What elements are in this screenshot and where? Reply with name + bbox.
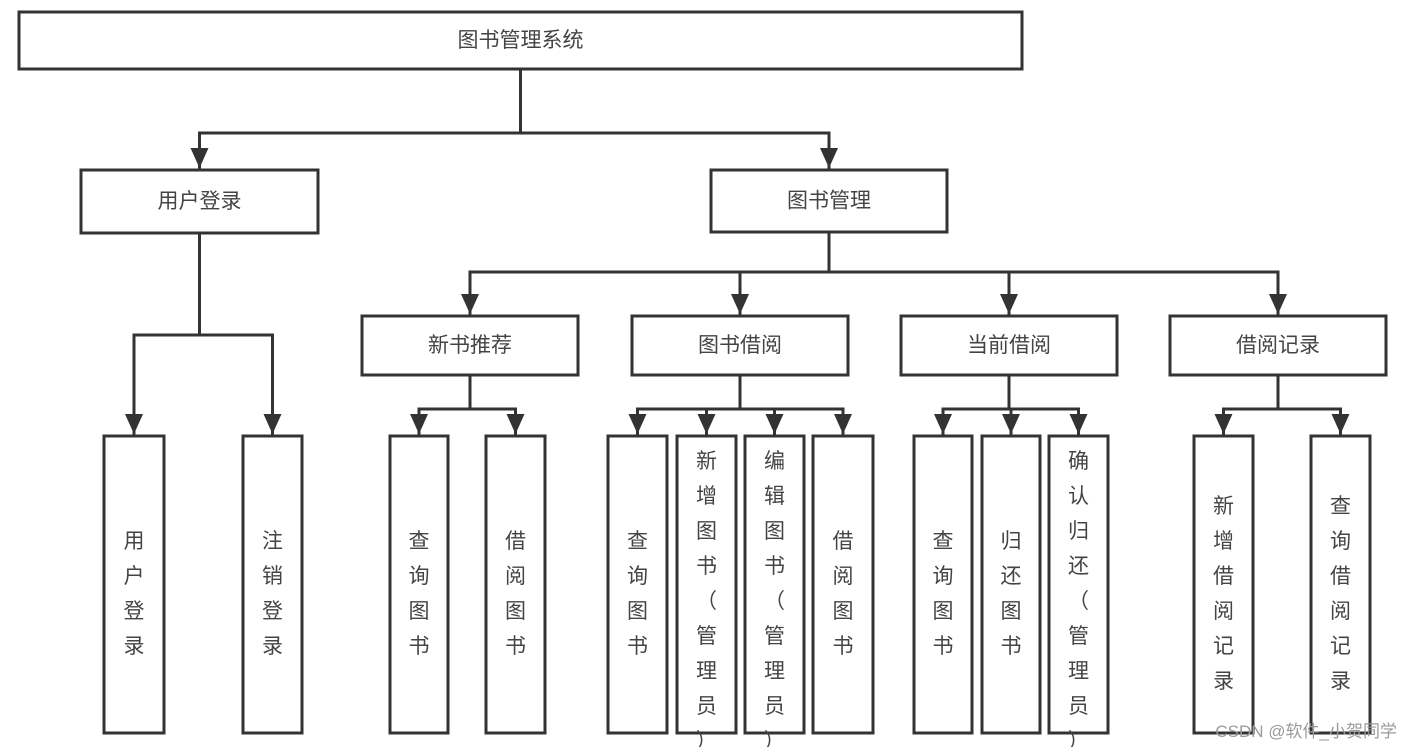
node-root-system[interactable]: 图书管理系统 — [17, 10, 1024, 71]
node-rect — [899, 314, 1119, 377]
node-label: 查询图书 — [409, 529, 430, 657]
node-label: 确认归还（管理员） — [1068, 450, 1089, 747]
connector-layer — [125, 67, 1350, 436]
node-new-book-recommend[interactable]: 新书推荐 — [360, 314, 580, 377]
node-current-borrow[interactable]: 当前借阅 — [899, 314, 1119, 377]
arrow-head-icon — [628, 414, 647, 434]
arrow-head-icon — [1002, 414, 1020, 434]
node-rect — [17, 10, 1024, 71]
arrow-head-icon — [461, 294, 479, 314]
leaf-node-2[interactable]: 注销登录 — [241, 434, 304, 735]
node-borrow-record[interactable]: 借阅记录 — [1168, 314, 1388, 377]
node-rect — [1309, 434, 1372, 735]
node-rect — [606, 434, 669, 735]
leaf-node-13[interactable]: 查询借阅记录 — [1309, 434, 1372, 735]
arrow-head-icon — [1331, 414, 1350, 434]
arrow-head-icon — [410, 414, 428, 434]
node-rect — [811, 434, 875, 735]
node-rect — [102, 434, 166, 735]
node-book-borrow[interactable]: 图书借阅 — [630, 314, 850, 377]
arrow-head-icon — [190, 148, 209, 168]
arrow-head-icon — [765, 414, 784, 434]
node-label: 注销登录 — [262, 529, 283, 657]
arrow-head-icon — [1000, 294, 1018, 314]
node-label: 图书管理系统 — [458, 29, 584, 52]
node-label: 用户登录 — [158, 190, 242, 213]
leaf-node-12[interactable]: 新增借阅记录 — [1192, 434, 1255, 735]
arrow-head-icon — [697, 414, 716, 434]
node-rect — [79, 168, 320, 235]
arrow-head-icon — [934, 414, 952, 434]
node-label: 查询图书 — [933, 529, 954, 657]
node-rect — [241, 434, 304, 735]
node-label: 借阅图书 — [833, 529, 854, 657]
node-label: 借阅图书 — [505, 529, 526, 657]
node-label: 编辑图书（管理员） — [764, 450, 785, 747]
node-label: 新增借阅记录 — [1213, 494, 1234, 692]
leaf-node-11[interactable]: 确认归还（管理员） — [1047, 434, 1110, 747]
arrow-head-icon — [1269, 294, 1287, 314]
node-rect — [388, 434, 450, 735]
node-label: 查询图书 — [627, 529, 648, 657]
leaf-node-9[interactable]: 查询图书 — [912, 434, 974, 735]
node-rect — [1192, 434, 1255, 735]
node-label: 图书借阅 — [698, 334, 782, 357]
node-rect — [675, 434, 738, 735]
node-label: 图书管理 — [787, 190, 871, 213]
node-label: 借阅记录 — [1236, 334, 1320, 357]
leaf-node-4[interactable]: 借阅图书 — [484, 434, 547, 735]
leaf-node-5[interactable]: 查询图书 — [606, 434, 669, 735]
arrow-head-icon — [731, 294, 749, 314]
node-label: 新书推荐 — [428, 334, 512, 357]
arrow-head-icon — [1069, 414, 1088, 434]
node-label: 归还图书 — [1001, 529, 1022, 657]
node-label: 用户登录 — [124, 529, 145, 657]
csdn-watermark: CSDN @软件_小贺同学 — [1215, 722, 1397, 741]
arrow-head-icon — [506, 414, 525, 434]
leaf-node-10[interactable]: 归还图书 — [980, 434, 1042, 735]
node-rect — [1047, 434, 1110, 735]
node-layer: 图书管理系统用户登录图书管理新书推荐图书借阅当前借阅借阅记录用户登录注销登录查询… — [17, 10, 1388, 747]
leaf-node-8[interactable]: 借阅图书 — [811, 434, 875, 735]
leaf-node-3[interactable]: 查询图书 — [388, 434, 450, 735]
node-book-management[interactable]: 图书管理 — [709, 168, 949, 234]
arrow-head-icon — [820, 148, 838, 168]
node-rect — [709, 168, 949, 234]
arrow-head-icon — [263, 414, 282, 434]
node-rect — [980, 434, 1042, 735]
node-rect — [743, 434, 806, 735]
node-user-login[interactable]: 用户登录 — [79, 168, 320, 235]
node-rect — [484, 434, 547, 735]
node-rect — [360, 314, 580, 377]
arrow-head-icon — [125, 414, 143, 434]
node-rect — [630, 314, 850, 377]
node-label: 查询借阅记录 — [1330, 494, 1351, 692]
arrow-head-icon — [1214, 414, 1233, 434]
leaf-node-1[interactable]: 用户登录 — [102, 434, 166, 735]
node-rect — [1168, 314, 1388, 377]
node-label: 当前借阅 — [967, 334, 1051, 357]
arrow-head-icon — [834, 414, 852, 434]
node-rect — [912, 434, 974, 735]
leaf-node-7[interactable]: 编辑图书（管理员） — [743, 434, 806, 747]
node-label: 新增图书（管理员） — [696, 450, 717, 747]
leaf-node-6[interactable]: 新增图书（管理员） — [675, 434, 738, 747]
